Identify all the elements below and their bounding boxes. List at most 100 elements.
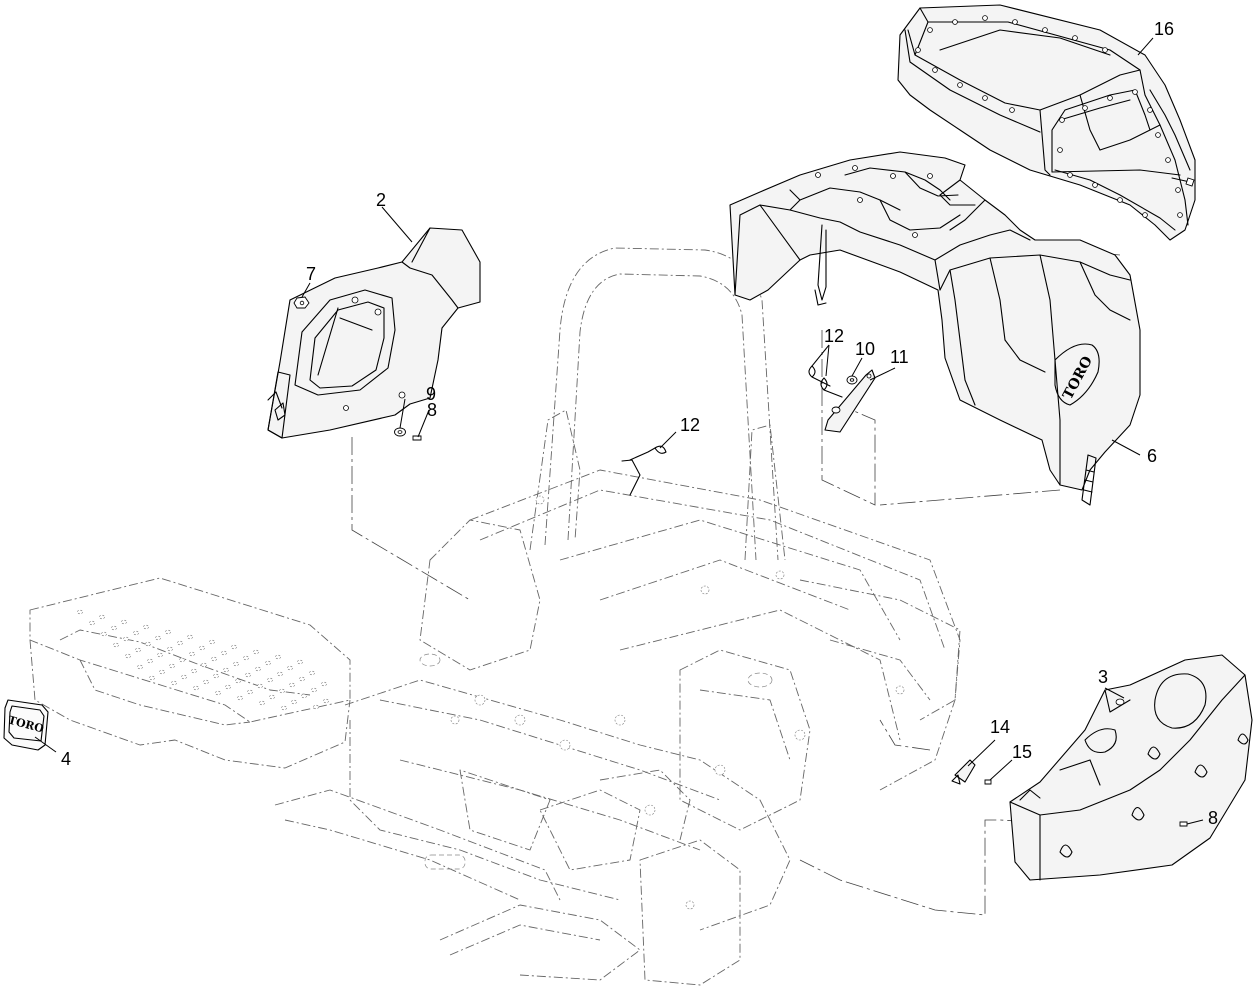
perforation-hole bbox=[113, 642, 119, 648]
perforation-hole bbox=[213, 673, 219, 679]
perforation-hole bbox=[179, 657, 185, 663]
seat-stud bbox=[1059, 117, 1065, 123]
seat-stud bbox=[932, 67, 938, 73]
perforation-hole bbox=[311, 687, 317, 693]
perforation-hole bbox=[323, 698, 329, 704]
perforation-hole bbox=[89, 620, 95, 626]
perforation-hole bbox=[137, 664, 143, 670]
perforation-hole bbox=[189, 651, 195, 657]
perforation-hole bbox=[135, 647, 141, 653]
perforation-hole bbox=[209, 639, 215, 645]
callout-leader-lines bbox=[34, 37, 1204, 825]
callout-12-hood: 12 bbox=[824, 326, 844, 346]
seat-stud bbox=[1107, 95, 1113, 101]
perforation-hole bbox=[259, 700, 265, 706]
perforation-hole bbox=[277, 671, 283, 677]
part-16-seat bbox=[897, 4, 1196, 241]
part-3-right-console-cover bbox=[1009, 654, 1253, 881]
perforation-hole bbox=[215, 690, 221, 696]
callout-10: 10 bbox=[855, 339, 875, 359]
perforation-hole bbox=[203, 679, 209, 685]
seat-stud-holes bbox=[915, 15, 1183, 218]
perforation-hole bbox=[147, 658, 153, 664]
perforation-hole bbox=[297, 659, 303, 665]
perforation-hole bbox=[199, 645, 205, 651]
perforation-hole bbox=[321, 681, 327, 687]
perforation-hole bbox=[159, 669, 165, 675]
perforation-hole bbox=[77, 609, 83, 615]
perforation-hole bbox=[275, 654, 281, 660]
perforation-hole bbox=[143, 624, 149, 630]
seat-stud bbox=[952, 19, 958, 25]
perforation-hole bbox=[291, 699, 297, 705]
perforation-hole bbox=[247, 689, 253, 695]
callout-14: 14 bbox=[990, 717, 1010, 737]
seat-stud bbox=[1042, 27, 1048, 33]
perforation-hole bbox=[145, 641, 151, 647]
seat-stud bbox=[1147, 107, 1153, 113]
perforation-hole bbox=[133, 630, 139, 636]
perforation-hole bbox=[121, 619, 127, 625]
perforation-hole bbox=[111, 625, 117, 631]
perforation-hole bbox=[191, 668, 197, 674]
perforation-hole bbox=[155, 635, 161, 641]
perforation-hole bbox=[187, 634, 193, 640]
perforation-hole bbox=[99, 614, 105, 620]
seat-stud bbox=[982, 95, 988, 101]
chassis-frame-phantom bbox=[274, 247, 961, 986]
perforation-hole bbox=[253, 649, 259, 655]
seat-stud bbox=[1177, 212, 1183, 218]
callout-12-center: 12 bbox=[680, 415, 700, 435]
foot-plate-perforations bbox=[77, 609, 329, 711]
perforation-hole bbox=[245, 672, 251, 678]
perforation-hole bbox=[177, 640, 183, 646]
perforation-hole bbox=[237, 695, 243, 701]
callout-8-left: 8 bbox=[427, 400, 437, 420]
perforation-hole bbox=[269, 694, 275, 700]
perforation-hole bbox=[149, 675, 155, 681]
perforation-hole bbox=[221, 650, 227, 656]
perforation-hole bbox=[181, 674, 187, 680]
seat-stud bbox=[1142, 212, 1148, 218]
callout-16: 16 bbox=[1154, 19, 1174, 39]
perforation-hole bbox=[279, 688, 285, 694]
callout-9: 9 bbox=[426, 384, 436, 404]
part-2-left-console-cover bbox=[267, 227, 481, 439]
callout-labels: 2 7 9 8 16 12 10 11 12 6 3 4 14 15 8 bbox=[61, 19, 1218, 828]
foot-plate-phantom bbox=[29, 577, 351, 769]
seat-stud bbox=[1165, 157, 1171, 163]
seat-stud bbox=[1155, 132, 1161, 138]
perforation-hole bbox=[309, 670, 315, 676]
perforation-hole bbox=[125, 653, 131, 659]
callout-11: 11 bbox=[890, 347, 909, 367]
perforation-hole bbox=[289, 682, 295, 688]
callout-8-right: 8 bbox=[1208, 808, 1218, 828]
perforation-hole bbox=[313, 704, 319, 710]
seat-stud bbox=[915, 47, 921, 53]
perforation-hole bbox=[165, 629, 171, 635]
perforation-hole bbox=[287, 665, 293, 671]
perforation-hole bbox=[225, 684, 231, 690]
perforation-hole bbox=[157, 652, 163, 658]
perforation-hole bbox=[167, 646, 173, 652]
callout-3: 3 bbox=[1098, 667, 1108, 687]
callout-2: 2 bbox=[376, 190, 386, 210]
perforation-hole bbox=[243, 655, 249, 661]
perforation-hole bbox=[171, 680, 177, 686]
perforation-hole bbox=[301, 693, 307, 699]
perforation-hole bbox=[169, 663, 175, 669]
perforation-hole bbox=[211, 656, 217, 662]
perforation-hole bbox=[201, 662, 207, 668]
seat-stud bbox=[1009, 107, 1015, 113]
callout-7: 7 bbox=[306, 264, 316, 284]
perforation-hole bbox=[255, 666, 261, 672]
seat-stud bbox=[1012, 19, 1018, 25]
perforation-hole bbox=[281, 705, 287, 711]
part-4-toro-decal: TORO bbox=[3, 699, 49, 751]
perforation-hole bbox=[233, 661, 239, 667]
seat-stud bbox=[1175, 187, 1181, 193]
seat-stud bbox=[1057, 147, 1063, 153]
seat-stud bbox=[1117, 197, 1123, 203]
